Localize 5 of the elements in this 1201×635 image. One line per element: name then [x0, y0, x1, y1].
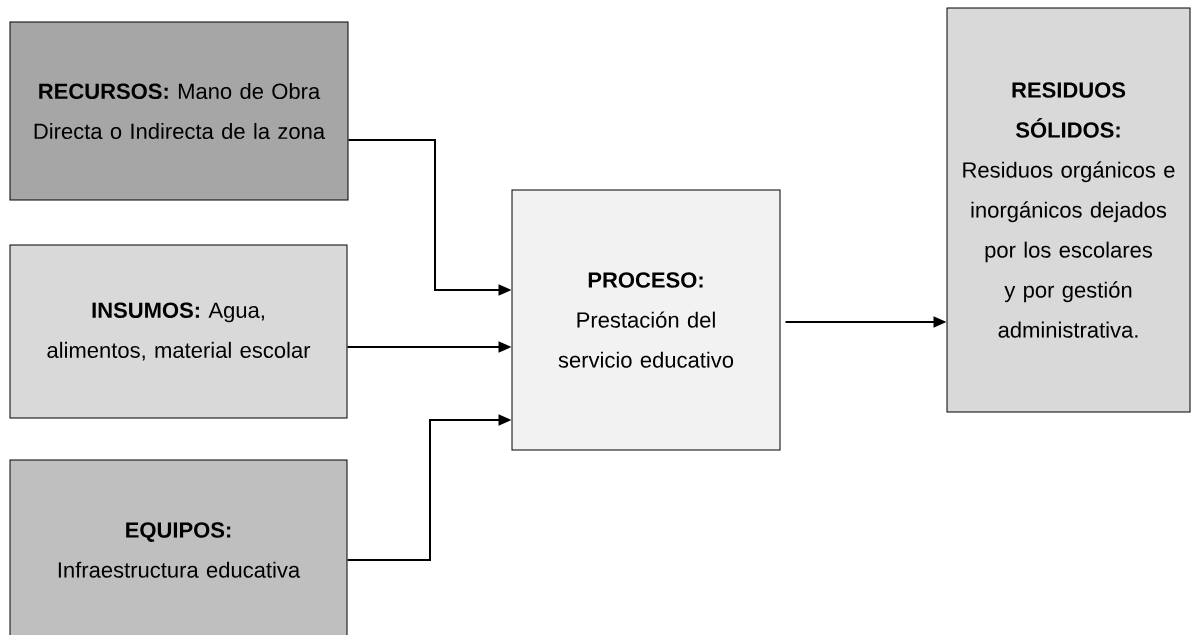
output-box: RESIDUOS SÓLIDOS: Residuos orgánicos e inorgánicos dejados por los escolares y por gestión administrativa. — [946, 7, 1191, 413]
input-box: EQUIPOS: Infraestructura educativa — [9, 459, 348, 635]
input-box: RECURSOS: Mano de Obra Directa o Indirecta de la zona — [9, 21, 349, 201]
process-box: PROCESO: Prestación del servicio educativo — [511, 189, 781, 451]
input-box: INSUMOS: Agua, alimentos, material escolar — [9, 244, 348, 419]
